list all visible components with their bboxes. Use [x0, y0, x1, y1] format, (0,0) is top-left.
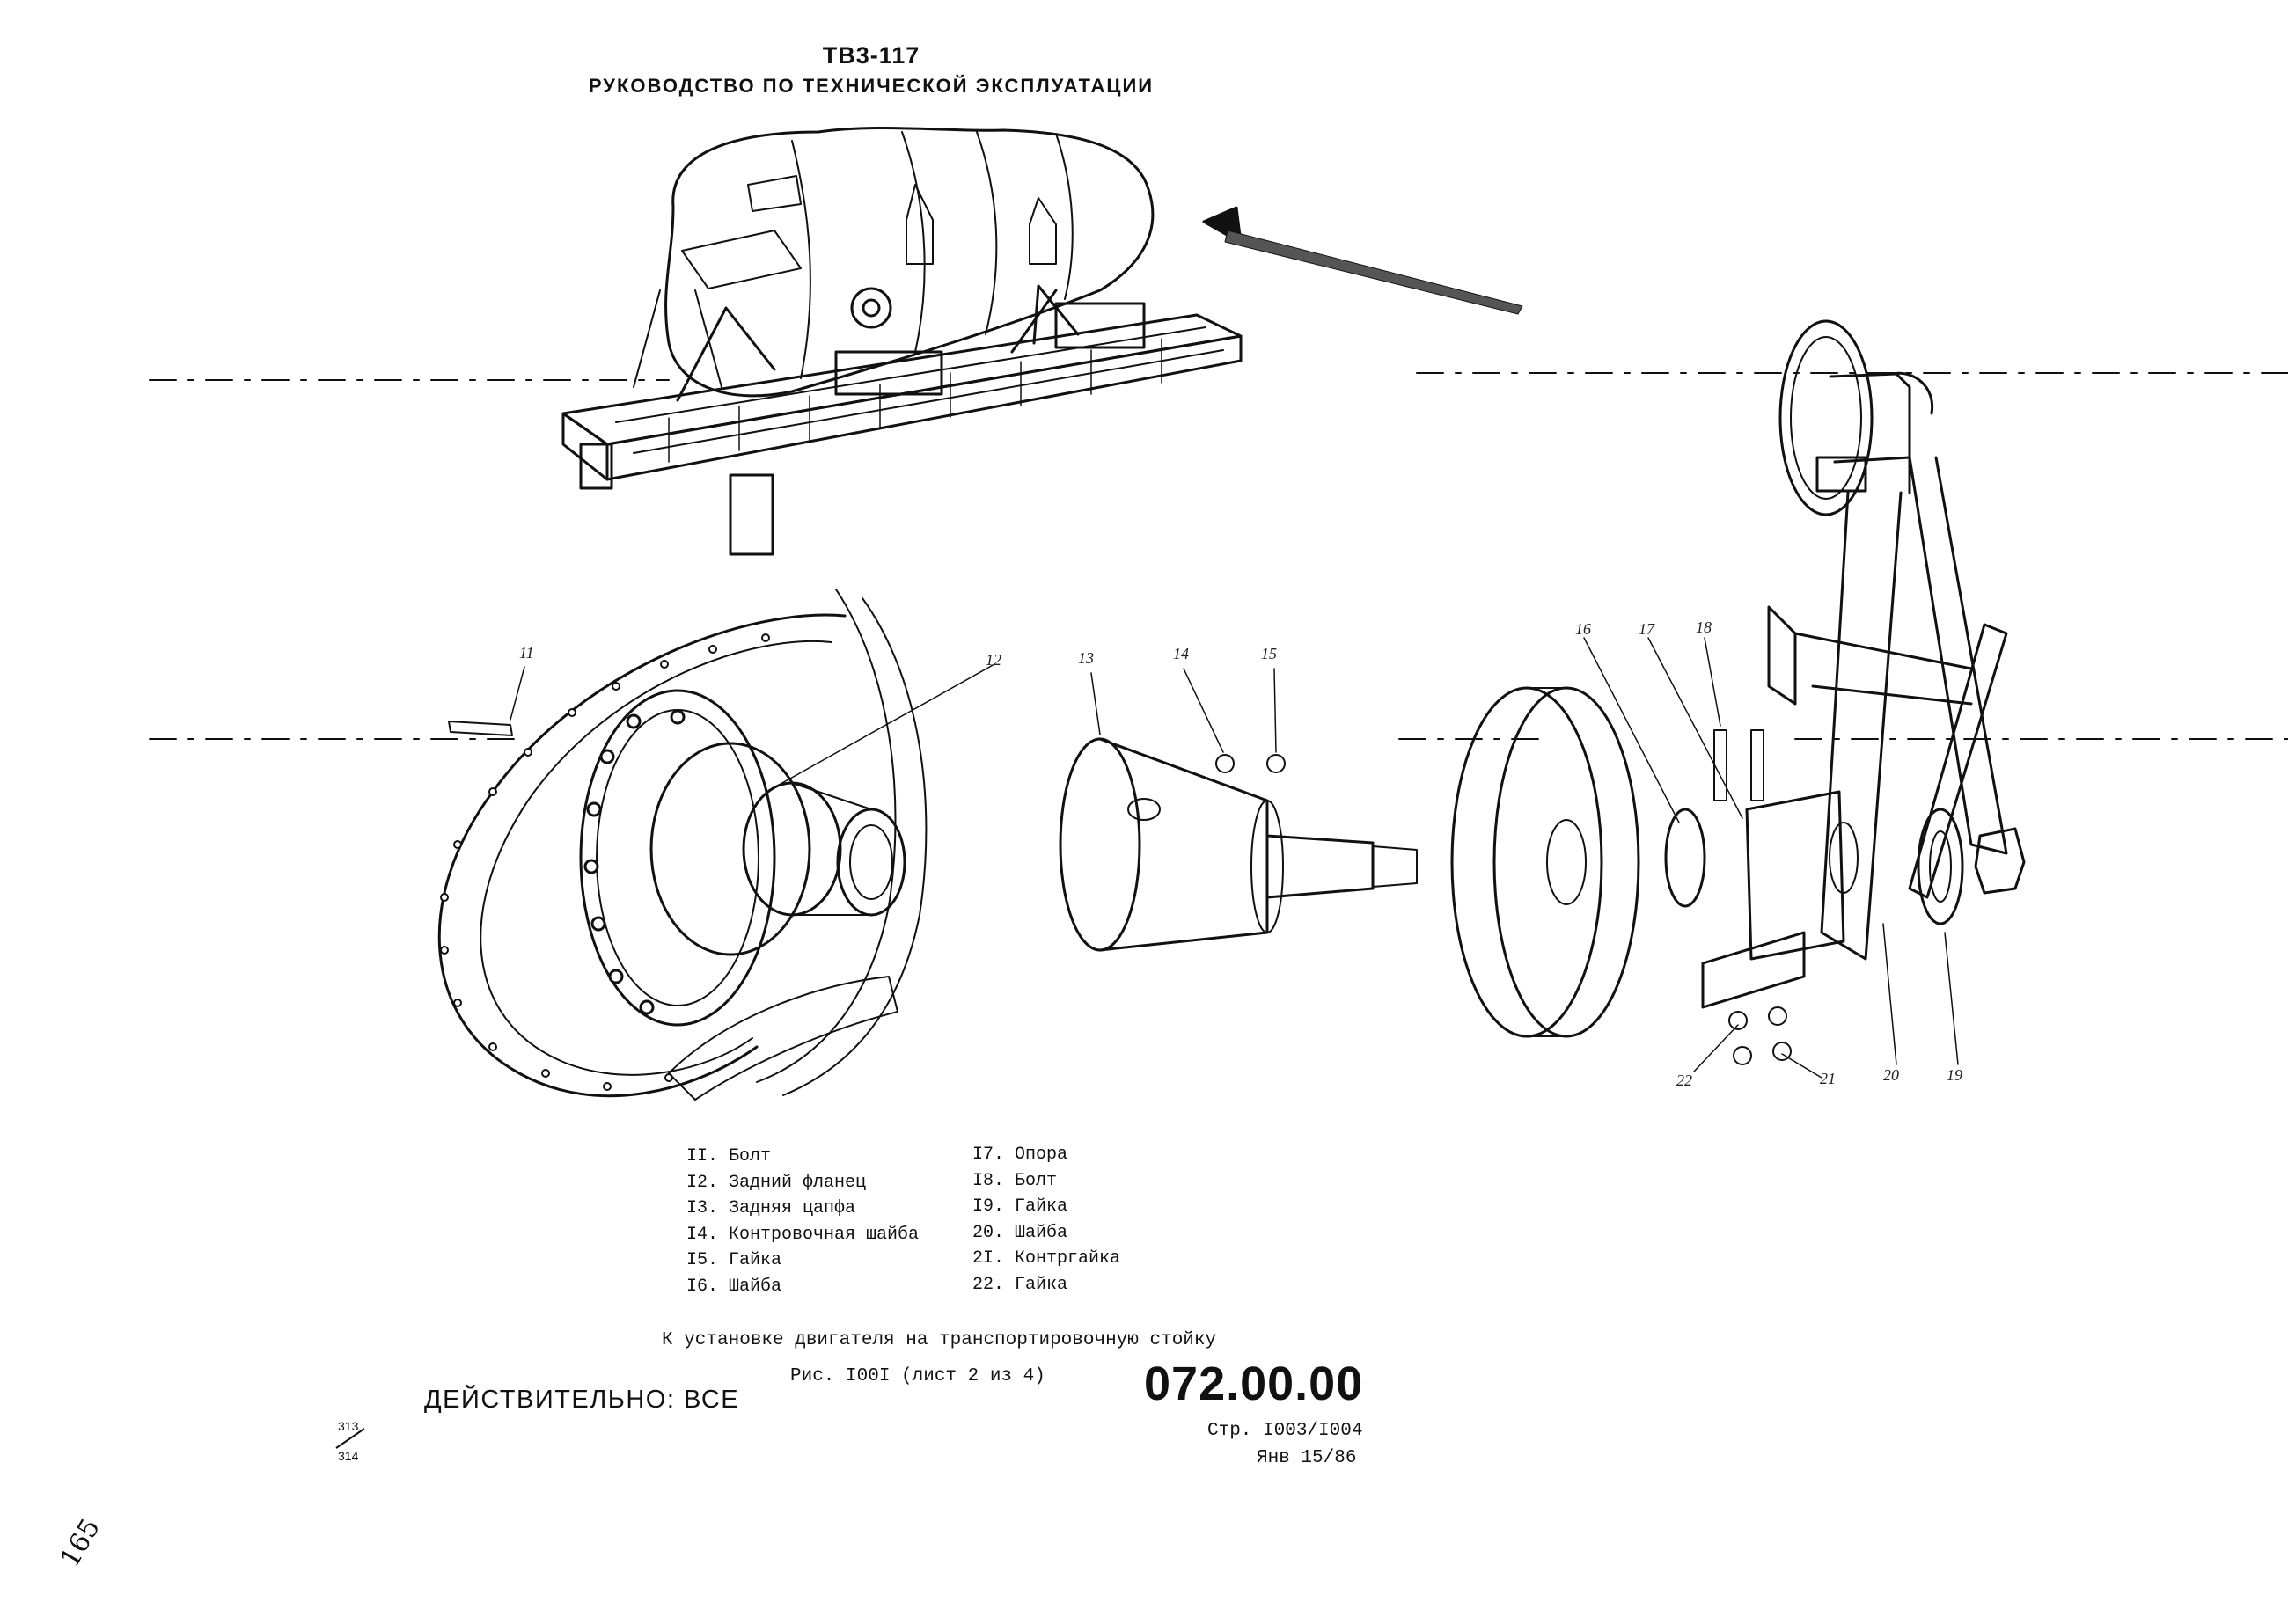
legend-item: II. Болт: [686, 1146, 772, 1167]
large-washer-disk: [1450, 686, 1706, 1038]
legend-item: I2. Задний фланец: [686, 1172, 867, 1193]
leader-lines: [510, 637, 1959, 1079]
direction-arrow: [1202, 206, 1523, 315]
document-number: 072.00.00: [1144, 1357, 1364, 1410]
parts-legend-right: I7. Опора I8. Болт I9. Гайка 20. Шайба 2…: [972, 1142, 1120, 1298]
small-nuts-14-15: [1215, 754, 1286, 773]
center-lines: [149, 372, 2288, 740]
legend-item: 22. Гайка: [972, 1274, 1068, 1295]
callout-19: 19: [1947, 1066, 1962, 1084]
callout-22: 22: [1676, 1072, 1692, 1089]
packaged-engine-on-stand: [561, 126, 1243, 556]
legend-item: I3. Задняя цапфа: [686, 1198, 856, 1218]
legend-item: 2I. Контргайка: [972, 1248, 1121, 1269]
revision-date: Янв 15/86: [1257, 1448, 1357, 1468]
callout-20: 20: [1883, 1066, 1899, 1084]
callout-12: 12: [986, 651, 1001, 669]
stand-support-assembly: [1767, 319, 2008, 961]
legend-item: I8. Болт: [972, 1170, 1058, 1191]
effectivity: ДЕЙСТВИТЕЛЬНО: ВСЕ: [424, 1386, 740, 1414]
legend-item: I7. Опора: [972, 1145, 1068, 1165]
callout-13: 13: [1078, 649, 1094, 667]
nuts-21-22: [1728, 1006, 1792, 1065]
callout-21: 21: [1820, 1070, 1836, 1087]
rear-flange-assembly: [437, 589, 928, 1101]
legend-item: I9. Гайка: [972, 1196, 1068, 1217]
figure-caption: К установке двигателя на транспортировоч…: [662, 1330, 1217, 1350]
callout-18: 18: [1696, 618, 1712, 636]
callout-16: 16: [1575, 620, 1591, 638]
rear-trunnion: [1059, 737, 1418, 952]
page-reference: Стр. I003/I004: [1207, 1421, 1363, 1441]
callout-15: 15: [1261, 645, 1277, 662]
parts-legend-left: II. Болт I2. Задний фланец I3. Задняя ца…: [686, 1144, 919, 1299]
callout-14: 14: [1173, 645, 1189, 662]
callout-17: 17: [1639, 620, 1654, 638]
legend-item: I4. Контровочная шайба: [686, 1224, 920, 1245]
legend-item: I6. Шайба: [686, 1276, 782, 1297]
engine-model: ТВ3-117: [822, 42, 920, 69]
washer-and-nut-19-20: [1917, 808, 2026, 925]
callout-11: 11: [519, 644, 534, 662]
legend-item: 20. Шайба: [972, 1222, 1068, 1243]
manual-header: ТВ3-117 РУКОВОДСТВО ПО ТЕХНИЧЕСКОЙ ЭКСПЛ…: [493, 42, 1250, 98]
figure-reference: Рис. I00I (лист 2 из 4): [790, 1366, 1045, 1386]
page-mark-bottom: 314: [338, 1449, 359, 1463]
support-block: [1701, 729, 1859, 1009]
manual-title: РУКОВОДСТВО ПО ТЕХНИЧЕСКОЙ ЭКСПЛУАТАЦИИ: [588, 75, 1155, 97]
legend-item: I5. Гайка: [686, 1250, 782, 1270]
page-mark-divider: [335, 1428, 365, 1449]
page-mark-top: 313: [338, 1419, 359, 1433]
